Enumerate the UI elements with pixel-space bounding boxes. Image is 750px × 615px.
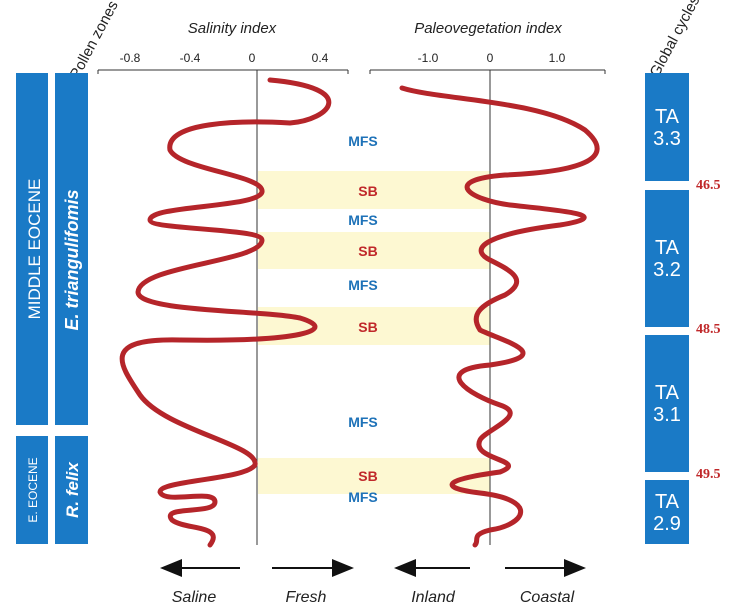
paleovegetation-axis: -1.0 0 1.0 (369, 51, 606, 545)
fresh-label: Fresh (286, 589, 327, 606)
pollen-zone-box (55, 73, 88, 425)
cycle-box (645, 73, 689, 181)
mfs-label: MFS (348, 277, 378, 293)
marker-labels: MFS MFS MFS MFS MFS SB SB SB SB (348, 133, 378, 505)
cycle-box (645, 335, 689, 472)
sb-label: SB (358, 183, 377, 199)
fresh-arrowhead (332, 559, 354, 577)
mfs-label: MFS (348, 212, 378, 228)
direction-arrows (160, 559, 586, 577)
paleoveg-tick: 0 (487, 51, 494, 65)
sb-label: SB (358, 243, 377, 259)
salinity-tick: -0.4 (180, 51, 201, 65)
saline-label: Saline (172, 589, 217, 606)
sb-label: SB (358, 468, 377, 484)
pollen-zone-box (55, 436, 88, 544)
salinity-curve (119, 77, 332, 548)
coastal-label: Coastal (520, 589, 575, 606)
epoch-box-early-eocene (16, 436, 48, 544)
paleovegetation-index-header: Paleovegetation index (414, 20, 562, 37)
paleovegetation-curve (399, 85, 600, 548)
epoch-box-middle-eocene (16, 73, 48, 425)
pollen-zone-column: E. triangulifomis R. felix (55, 73, 88, 544)
salinity-tick: 0 (249, 51, 256, 65)
salinity-index-header: Salinity index (188, 20, 277, 37)
pollen-zone-label: E. triangulifomis (62, 189, 82, 330)
epoch-column: MIDDLE EOCENE E. EOCENE (16, 73, 48, 544)
inland-arrowhead (394, 559, 416, 577)
boundary-age: 48.5 (696, 322, 721, 337)
sb-band (258, 232, 490, 269)
inland-label: Inland (411, 589, 456, 606)
coastal-arrowhead (564, 559, 586, 577)
sb-band (258, 171, 490, 209)
epoch-label: E. EOCENE (26, 457, 40, 522)
sb-bands (258, 171, 490, 494)
paleoveg-tick: 1.0 (549, 51, 566, 65)
mfs-label: MFS (348, 414, 378, 430)
sb-label: SB (358, 319, 377, 335)
boundary-age: 49.5 (696, 467, 721, 482)
cycle-box (645, 190, 689, 327)
cycle-box (645, 480, 689, 544)
mfs-label: MFS (348, 133, 378, 149)
mfs-label: MFS (348, 489, 378, 505)
epoch-label: MIDDLE EOCENE (25, 179, 44, 320)
paleoveg-tick: -1.0 (418, 51, 439, 65)
boundary-age: 46.5 (696, 178, 721, 193)
global-cycles-header: Global cycles (647, 0, 704, 80)
salinity-tick: 0.4 (312, 51, 329, 65)
salinity-tick: -0.8 (120, 51, 141, 65)
saline-arrowhead (160, 559, 182, 577)
pollen-zone-label: R. felix (63, 461, 82, 518)
sb-band (258, 307, 490, 345)
